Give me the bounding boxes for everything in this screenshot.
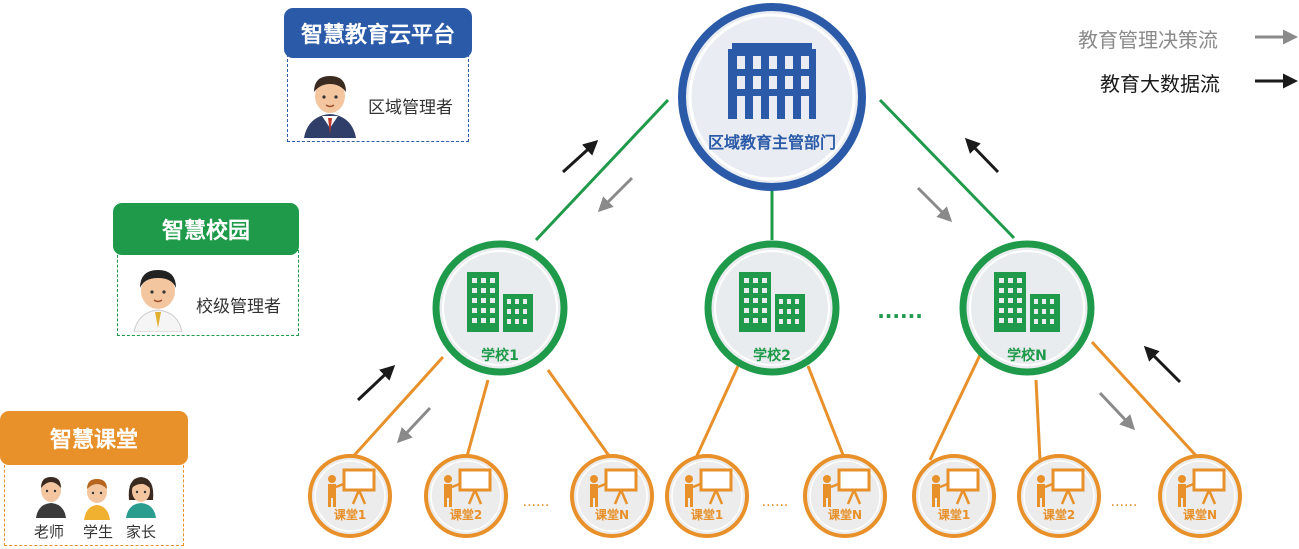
school-node: 学校2 [704,240,840,376]
teacher-board-icon [932,468,980,507]
teacher-board-icon [444,468,492,507]
classroom-label: 课堂2 [450,507,482,522]
link-top-school1 [534,98,670,242]
decision-flow-arrow [916,186,953,223]
top-school-links [534,98,1016,242]
classroom-node: 课堂N [570,454,654,538]
classroom-ellipsis: ...... [1111,494,1138,510]
student-avatar [84,479,110,520]
teacher-board-icon [1037,468,1085,507]
top-node: 区域教育主管部门 [678,3,866,191]
parent-label: 家长 [126,523,157,541]
cloud-platform-title: 智慧教育云平台 [284,8,472,58]
classroom-label: 课堂1 [334,507,366,522]
school-building-icon [994,272,1060,332]
classroom-node: 课堂2 [424,454,508,538]
teacher-board-icon [823,468,871,507]
school-building-icon [467,272,533,332]
classroom-node: 课堂N [1158,454,1242,538]
classroom-label: 课堂1 [938,507,970,522]
classroom-node: 课堂N [803,454,887,538]
school-nodes: 学校1 学校2 学校N [432,240,1095,376]
classroom-node: 课堂1 [308,454,392,538]
cloud-role-label: 区域管理者 [368,98,453,118]
classroom-label: 课堂2 [1043,507,1075,522]
legend-data-flow: 教育大数据流 [1100,72,1220,96]
data-flow-arrow [1143,345,1182,384]
data-flow-arrow [356,364,396,402]
link-top-schoolN [878,98,1016,240]
decision-flow-arrow [396,406,432,444]
legend-decision-flow: 教育管理决策流 [1078,28,1218,52]
parent-avatar [126,477,156,518]
school-manager-avatar [133,270,183,332]
school-label: 学校2 [753,347,791,364]
classroom-label: 课堂N [1183,507,1217,522]
flow-arrows [356,137,1182,444]
school-label: 学校1 [481,347,519,364]
student-label: 学生 [83,523,114,541]
teacher-board-icon [685,468,733,507]
school-label: 学校N [1007,347,1047,364]
data-flow-arrow [964,137,1000,174]
decision-flow-arrow [1098,391,1136,431]
classroom-label: 课堂N [828,507,862,522]
school-building-icon [739,272,805,332]
school-node: 学校1 [432,240,568,376]
top-node-label: 区域教育主管部门 [708,133,836,152]
regional-manager-avatar [304,76,356,138]
school-classroom-links [348,340,1202,462]
classroom-title: 智慧课堂 [0,411,188,465]
classroom-label: 课堂1 [691,507,723,522]
school-node: 学校N [959,240,1095,376]
teacher-board-icon [1178,468,1226,507]
decision-flow-arrow [597,176,634,213]
teacher-label: 老师 [34,523,65,541]
classroom-label: 课堂N [595,507,629,522]
school-ellipsis: ...... [877,299,923,323]
classroom-node: 课堂1 [665,454,749,538]
campus-title: 智慧校园 [113,203,299,255]
teacher-avatar [36,477,66,518]
classroom-ellipsis: ...... [523,494,550,510]
classroom-nodes: 课堂1 课堂2 课堂N 课堂1 课堂N 课堂1 课堂2 课堂N [308,454,1242,538]
teacher-board-icon [590,468,638,507]
teacher-board-icon [328,468,376,507]
data-flow-arrow [561,139,599,174]
campus-role-label: 校级管理者 [196,297,281,317]
building-icon [728,43,816,119]
classroom-node: 课堂1 [912,454,996,538]
classroom-ellipsis: ...... [762,494,789,510]
classroom-node: 课堂2 [1017,454,1101,538]
